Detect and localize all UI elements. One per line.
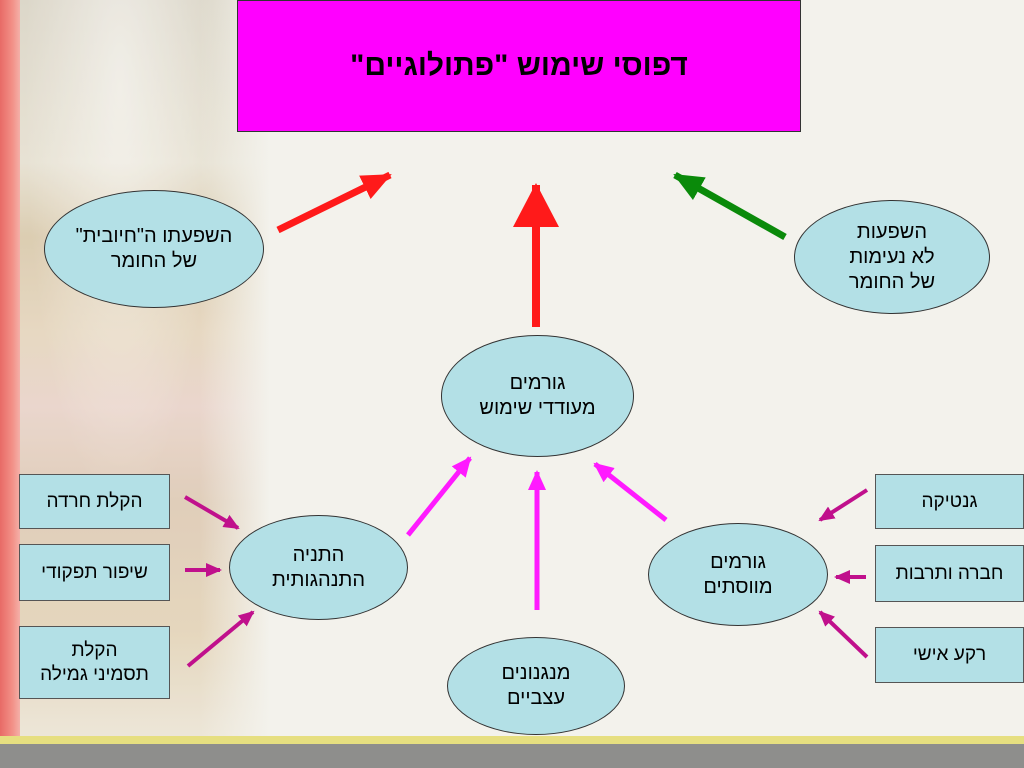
node-factors-encouraging-use-label: גורמים מעודדי שימוש bbox=[479, 372, 596, 419]
box-genetics: גנטיקה bbox=[875, 474, 1024, 529]
left-decorative-strip bbox=[0, 0, 20, 740]
arrow-withdrawal-to-conditioning bbox=[186, 610, 255, 668]
box-withdrawal-relief: הקלת תסמיני גמילה bbox=[19, 626, 170, 699]
arrow-anxiety-to-conditioning bbox=[183, 495, 240, 530]
node-negative-effects-label: השפעות לא נעימות של החומר bbox=[848, 220, 936, 293]
box-improved-functioning-label: שיפור תפקודי bbox=[41, 561, 148, 583]
box-anxiety-relief: הקלת חרדה bbox=[19, 474, 170, 529]
box-society-culture: חברה ותרבות bbox=[875, 545, 1024, 602]
node-positive-effects-label: השפעתו ה"חיובית" של החומר bbox=[75, 225, 233, 272]
box-genetics-label: גנטיקה bbox=[921, 490, 978, 512]
node-positive-effects: השפעתו ה"חיובית" של החומר bbox=[44, 190, 264, 308]
box-society-culture-label: חברה ותרבות bbox=[895, 562, 1004, 584]
bottom-footer-bar bbox=[0, 744, 1024, 768]
node-mediating-factors-label: גורמים מווסתים bbox=[703, 550, 773, 598]
bottom-accent-bar bbox=[0, 736, 1024, 744]
node-negative-effects: השפעות לא נעימות של החומר bbox=[794, 200, 990, 314]
node-factors-encouraging-use: גורמים מעודדי שימוש bbox=[441, 335, 634, 457]
arrow-genetics-to-mediating bbox=[818, 488, 869, 522]
box-withdrawal-relief-label: הקלת תסמיני גמילה bbox=[40, 639, 149, 685]
box-personal-background: רקע אישי bbox=[875, 627, 1024, 683]
node-neural-mechanisms: מנגנונים עצביים bbox=[447, 637, 625, 735]
arrow-negative-to-title bbox=[673, 171, 787, 241]
arrow-mediating-to-factors bbox=[593, 462, 668, 522]
arrow-conditioning-to-factors bbox=[406, 456, 472, 537]
node-neural-mechanisms-label: מנגנונים עצביים bbox=[501, 662, 571, 709]
page-title: דפוסי שימוש "פתולוגיים" bbox=[350, 49, 688, 82]
box-improved-functioning: שיפור תפקודי bbox=[19, 544, 170, 601]
box-anxiety-relief-label: הקלת חרדה bbox=[46, 490, 143, 512]
title-box: דפוסי שימוש "פתולוגיים" bbox=[237, 0, 801, 132]
node-behavioral-conditioning: התניה התנהגותית bbox=[229, 515, 408, 620]
node-behavioral-conditioning-label: התניה התנהגותית bbox=[271, 543, 366, 591]
arrow-personal-to-mediating bbox=[818, 610, 869, 659]
box-personal-background-label: רקע אישי bbox=[912, 644, 987, 665]
node-mediating-factors: גורמים מווסתים bbox=[648, 523, 828, 626]
arrow-positive-to-title bbox=[276, 171, 392, 234]
